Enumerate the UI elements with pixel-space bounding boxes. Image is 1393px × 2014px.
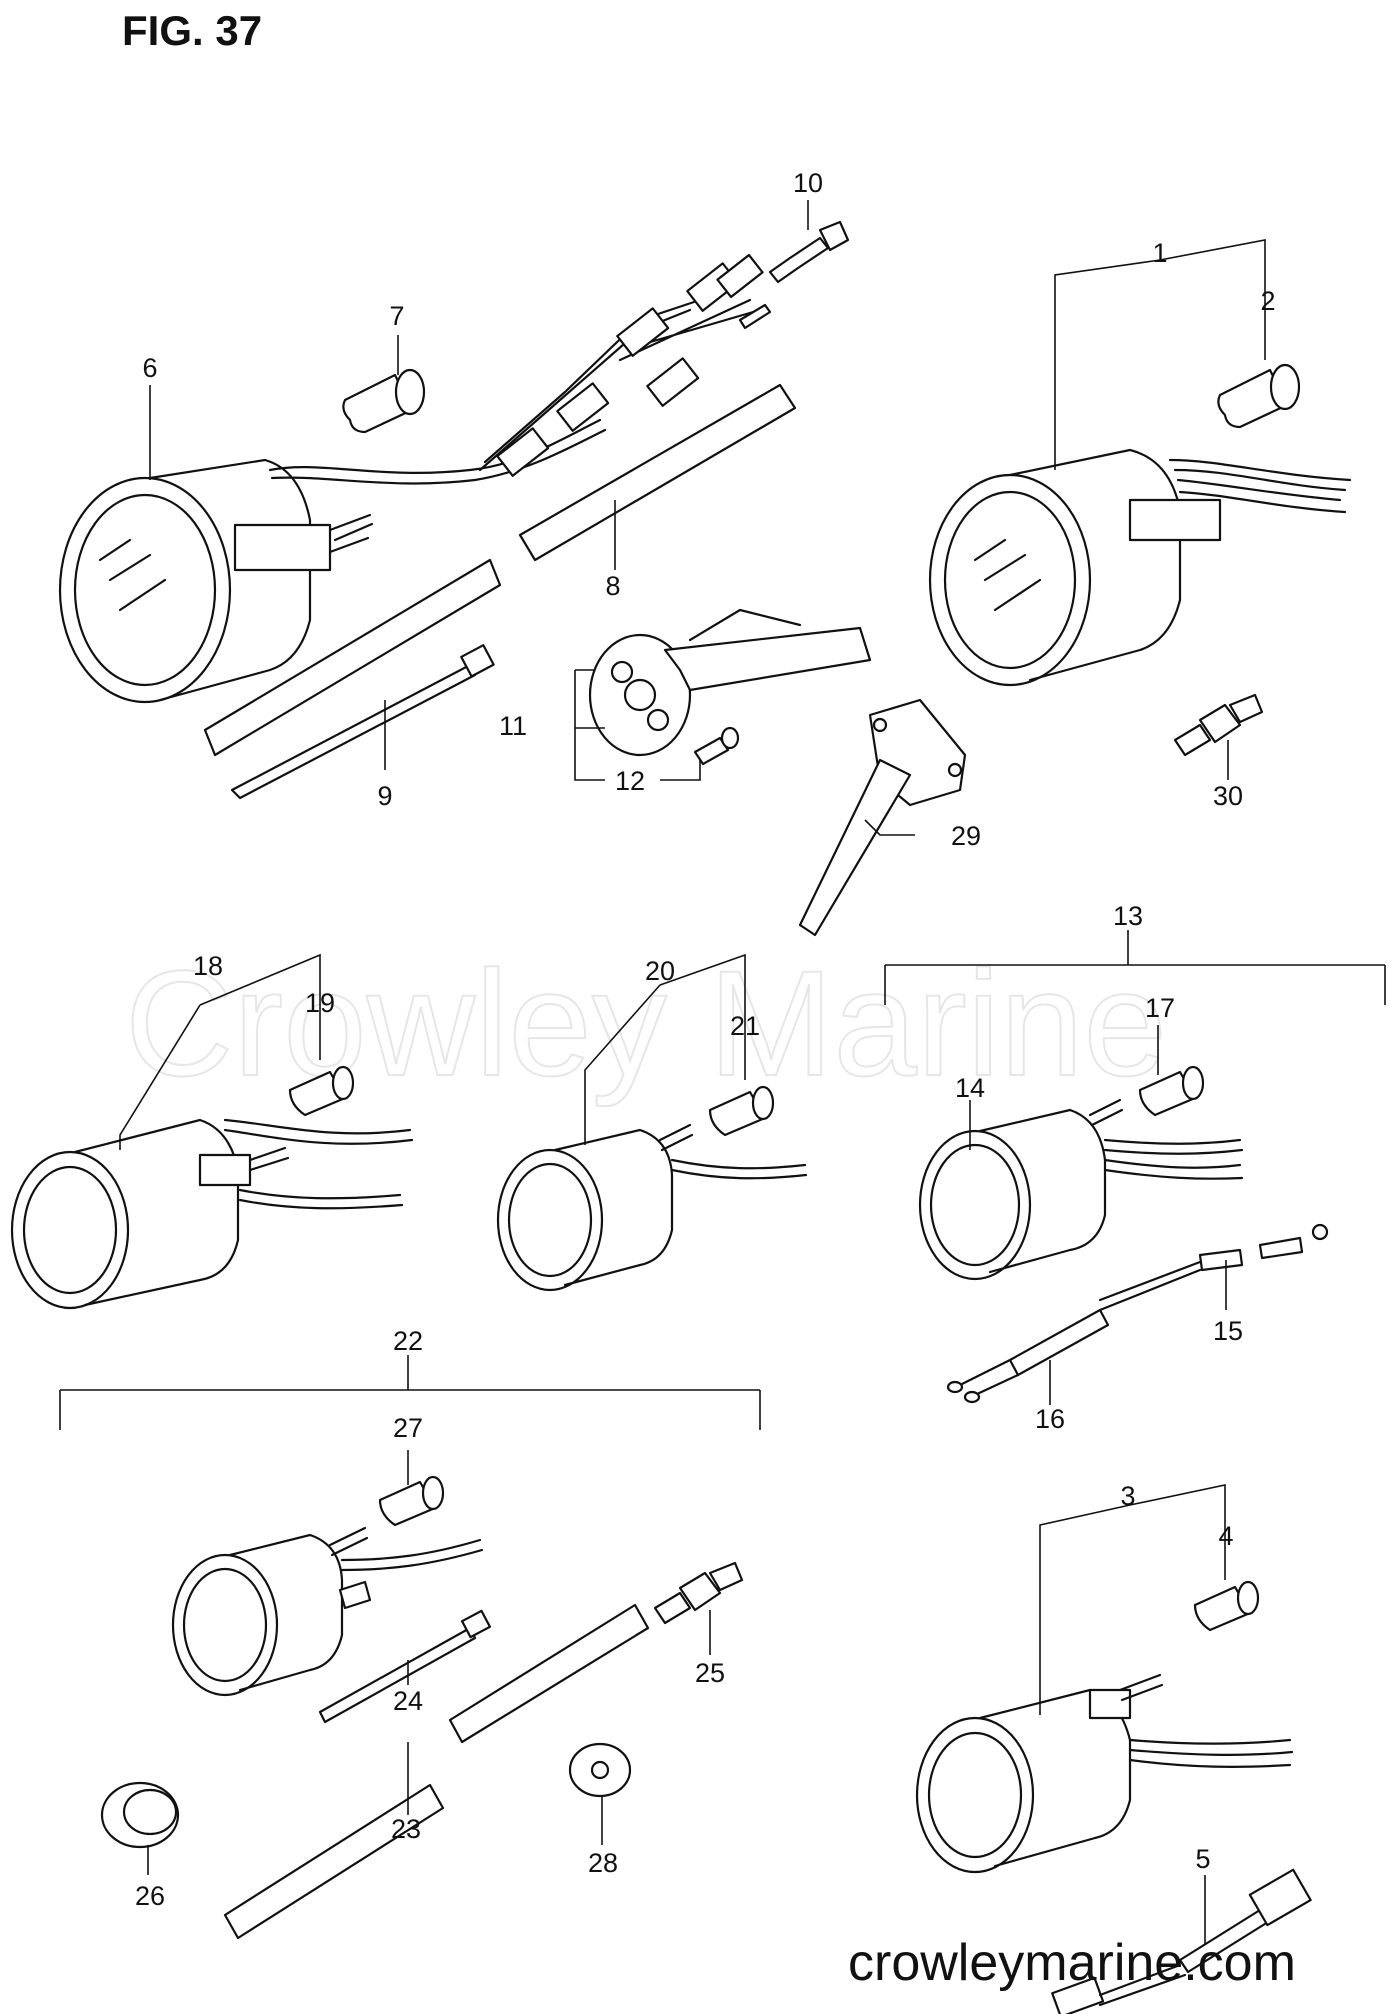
callout-19: 19 [305,988,335,1018]
part-28-grommet[interactable] [568,1742,632,1798]
callout-30: 30 [1213,781,1243,811]
callout-5: 5 [1195,1844,1210,1874]
callout-7: 7 [389,301,404,331]
callout-6: 6 [142,353,157,383]
part-27-bulb[interactable] [378,1475,445,1527]
callout-12: 12 [615,766,645,796]
part-8-hose[interactable] [203,383,797,757]
part-5-harness[interactable] [1051,1868,1312,2014]
part-6-gauge[interactable] [58,418,607,704]
part-21-bulb[interactable] [708,1085,775,1137]
callout-1: 1 [1152,238,1167,268]
figure-title: FIG. 37 [122,7,262,54]
leader-lines [59,200,1386,1945]
part-4-bulb[interactable] [1193,1580,1260,1632]
part-6-harness [478,253,772,477]
part-25-fitting[interactable] [653,1561,744,1625]
callout-2: 2 [1260,286,1275,316]
callout-22: 22 [393,1326,423,1356]
callout-29: 29 [951,821,981,851]
callout-16: 16 [1035,1404,1065,1434]
callout-11: 11 [499,711,527,741]
part-24-tie-strap[interactable] [318,1609,492,1724]
part-2-bulb[interactable] [1217,363,1301,429]
part-14-gauge[interactable] [918,1098,1244,1281]
callout-15: 15 [1213,1316,1243,1346]
callout-26: 26 [135,1881,165,1911]
callout-17: 17 [1145,993,1175,1023]
callout-24: 24 [393,1686,423,1716]
part-16-harness[interactable] [946,1308,1110,1404]
part-30-fitting[interactable] [1173,693,1264,757]
part-12-screw[interactable] [693,726,740,766]
callout-27: 27 [393,1413,423,1443]
part-22-gauge[interactable] [171,1526,484,1697]
part-10-terminal[interactable] [768,220,850,284]
part-7-bulb[interactable] [342,368,426,434]
callout-13: 13 [1113,901,1143,931]
footer-url: crowleymarine.com [848,1934,1296,1992]
part-15-harness[interactable] [1098,1223,1329,1312]
callout-4: 4 [1218,1521,1233,1551]
part-3-gauge[interactable] [915,1673,1294,1874]
callout-21: 21 [730,1011,760,1041]
callout-23: 23 [391,1814,421,1844]
part-19-bulb[interactable] [288,1065,355,1117]
part-26-grommet[interactable] [100,1781,180,1849]
callout-8: 8 [605,571,620,601]
callout-10: 10 [793,168,823,198]
part-1-gauge[interactable] [928,448,1352,687]
callout-20: 20 [645,956,675,986]
watermark: Crowley Marine [125,939,1167,1107]
callout-18: 18 [193,951,223,981]
part-11-socket[interactable] [588,608,872,757]
callout-9: 9 [377,781,392,811]
callout-25: 25 [695,1658,725,1688]
part-20-gauge[interactable] [496,1123,808,1292]
part-17-bulb[interactable] [1138,1065,1205,1117]
part-18-gauge[interactable] [10,1118,414,1310]
callout-14: 14 [955,1073,985,1103]
part-9-tie-strap[interactable] [230,644,495,800]
callout-3: 3 [1120,1481,1135,1511]
callout-labels: 1 2 3 4 5 6 7 8 9 10 11 12 13 14 15 16 1… [135,168,1276,1911]
part-29-trim-sender[interactable] [798,698,967,937]
part-23-hose[interactable] [223,1603,650,1940]
callout-28: 28 [588,1848,618,1878]
